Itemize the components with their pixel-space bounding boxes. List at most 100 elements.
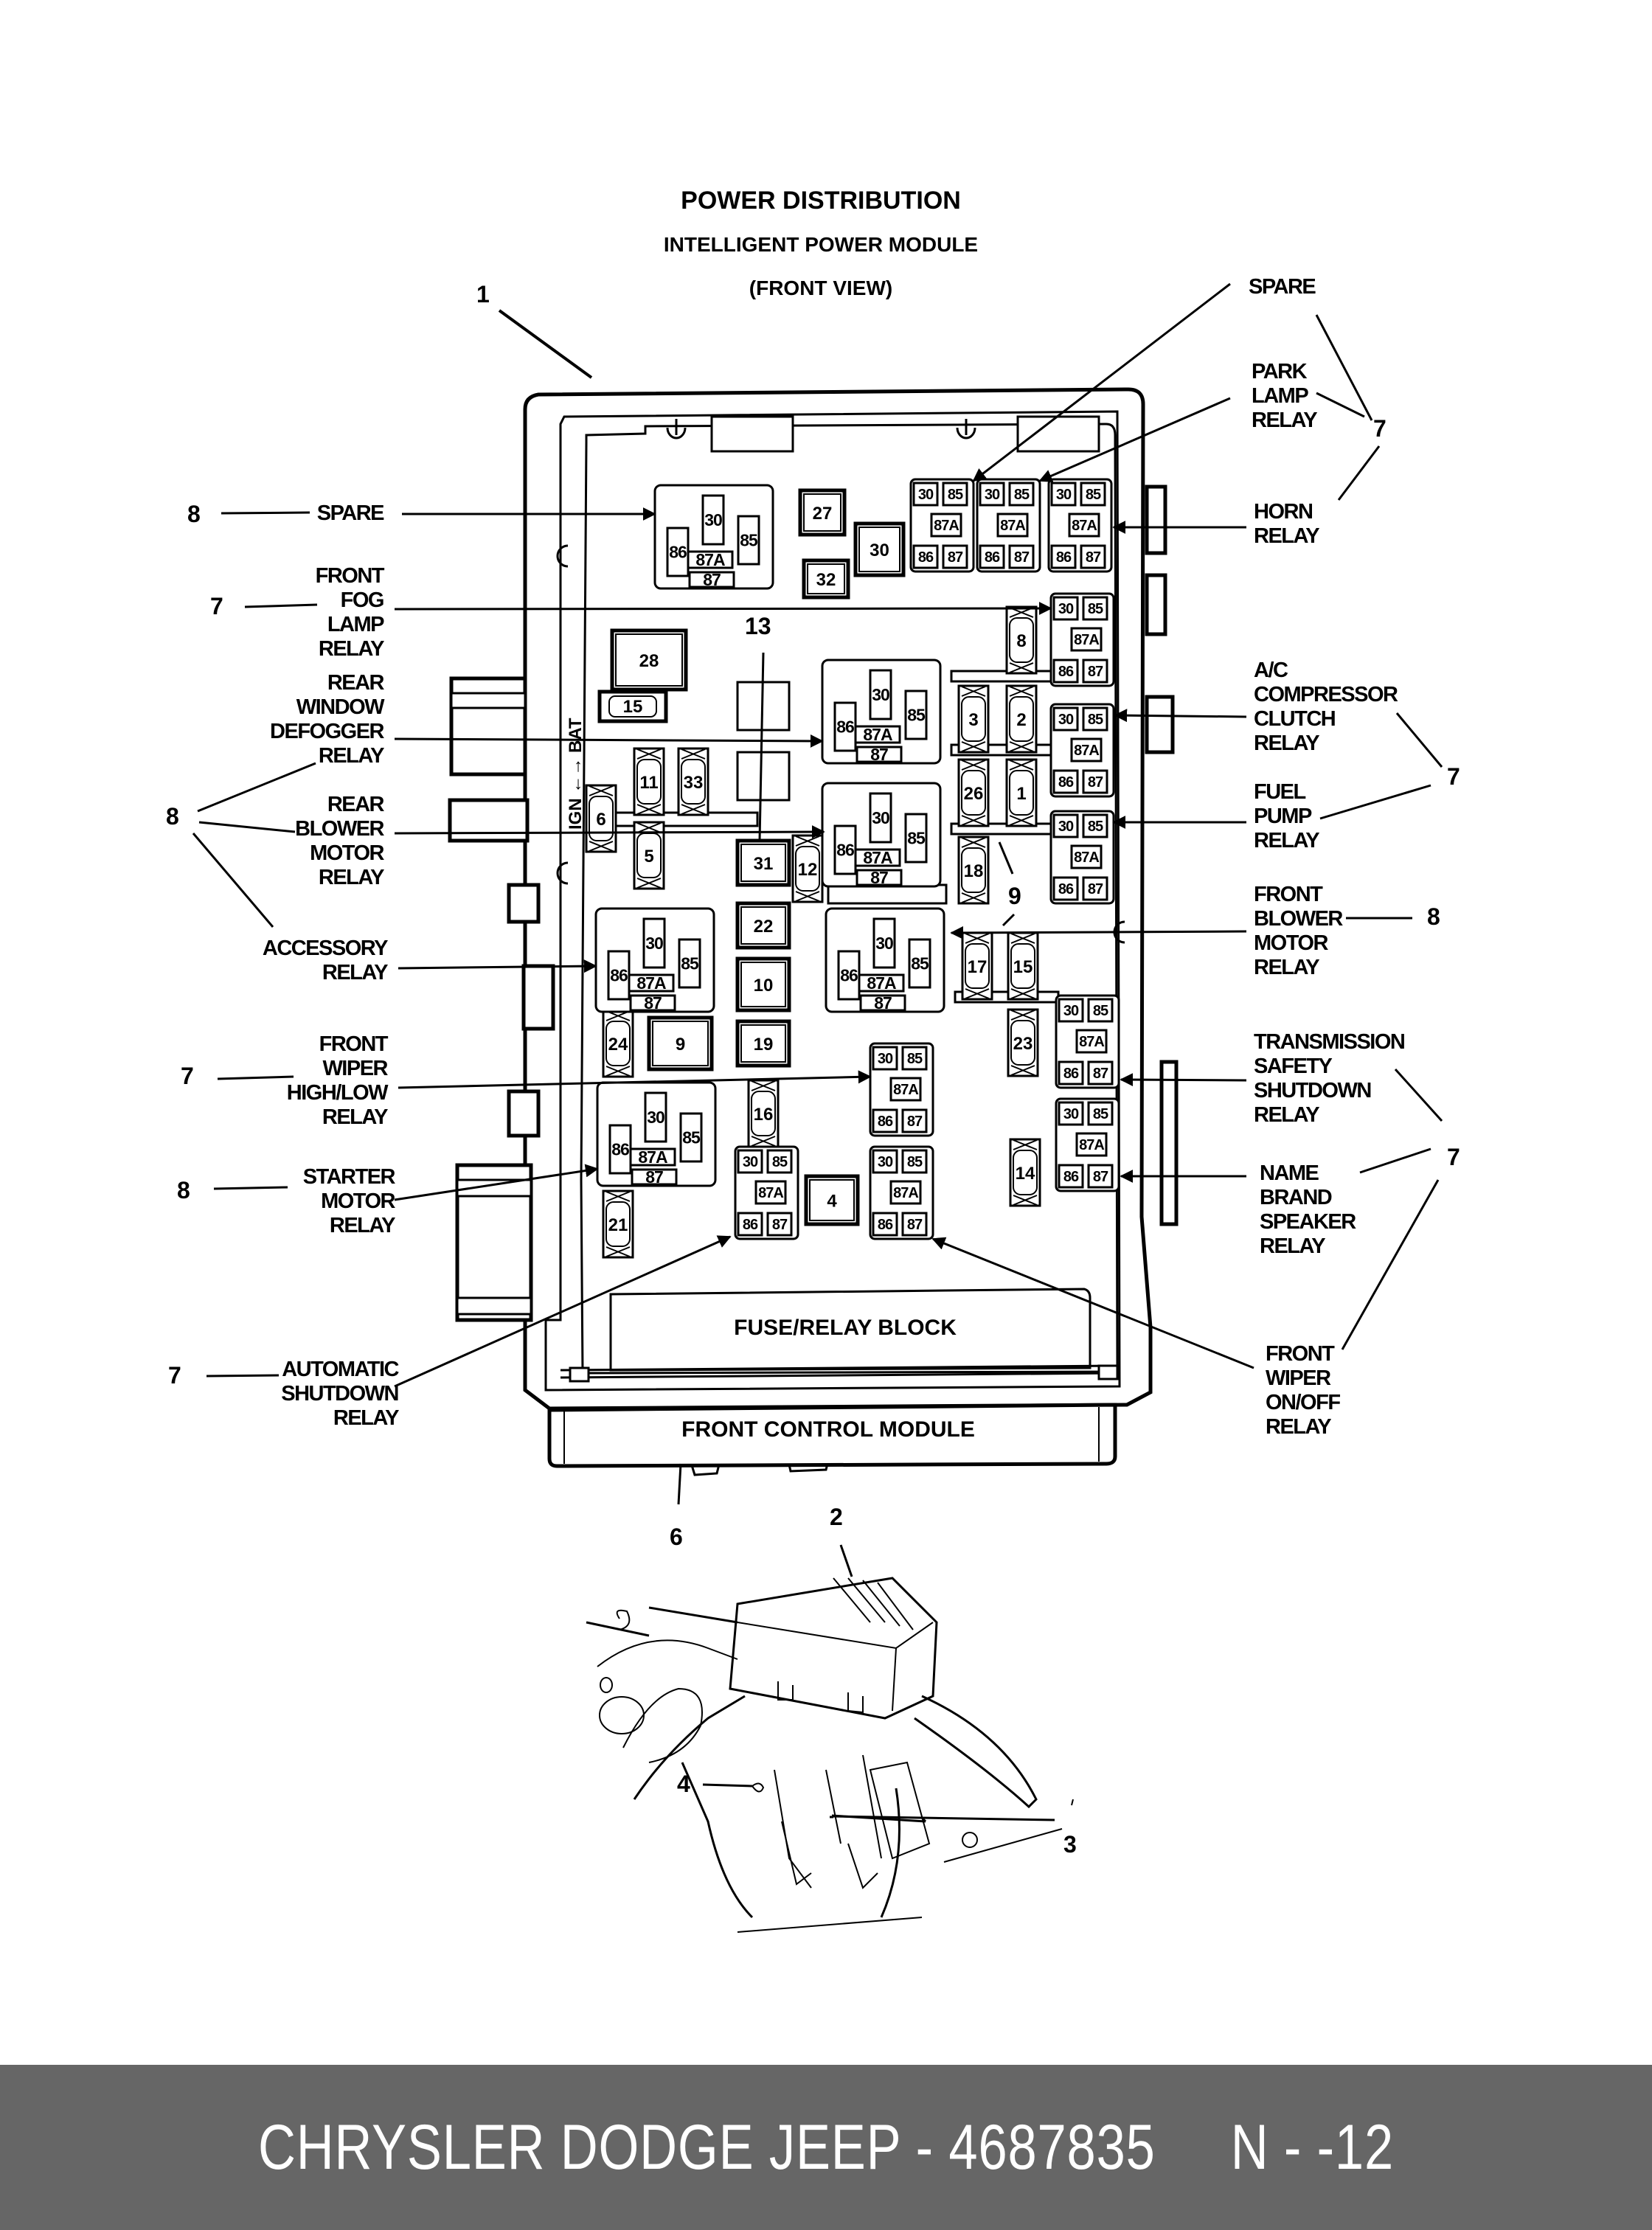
ipm-module-sketch bbox=[729, 1577, 938, 1720]
diagram-title: POWER DISTRIBUTION bbox=[681, 187, 961, 215]
label-line: ON/OFF bbox=[1266, 1391, 1340, 1414]
fuse-inner bbox=[608, 695, 657, 718]
relay-body bbox=[653, 484, 774, 590]
footer-part-number: 4687835 bbox=[948, 2111, 1156, 2183]
fuse-number: 32 bbox=[816, 570, 836, 590]
fuse-body bbox=[735, 956, 791, 1012]
footer-part-info: CHRYSLER DODGE JEEP - 4687835 N - -12 bbox=[258, 2111, 1394, 2184]
relay-pin-label: 87 bbox=[1093, 1066, 1108, 1082]
relay-pin bbox=[1070, 737, 1103, 763]
sketch-tick bbox=[1071, 1799, 1074, 1806]
fuse-inner bbox=[1013, 1150, 1038, 1195]
footer-brand: CHRYSLER DODGE JEEP bbox=[257, 2111, 901, 2183]
fuse-body bbox=[610, 628, 688, 692]
label-line: RELAY bbox=[1254, 829, 1319, 852]
relay-pin-label: 87 bbox=[703, 570, 721, 589]
fuse-terminal bbox=[636, 822, 662, 889]
fuse-inner bbox=[740, 1024, 786, 1063]
fuse-inner bbox=[589, 796, 614, 841]
fuse-number: 5 bbox=[644, 847, 653, 866]
fuse-inner bbox=[1009, 696, 1034, 742]
relay-pin-label: 87 bbox=[644, 993, 662, 1012]
relay-pin bbox=[1087, 1164, 1114, 1189]
callout-2: 2 bbox=[830, 1504, 843, 1530]
relay-body bbox=[825, 907, 945, 1013]
relay-pin bbox=[629, 994, 676, 1012]
fuse-inner bbox=[961, 847, 986, 893]
leader-line bbox=[1316, 392, 1365, 418]
label-spare-left: SPARE bbox=[317, 501, 386, 525]
fuse-number: 2 bbox=[1016, 710, 1026, 730]
relay-pin-label: 87 bbox=[907, 1114, 923, 1130]
label-line: STARTER bbox=[303, 1165, 396, 1189]
callout-13-leader bbox=[758, 652, 765, 841]
relay-pin-label: 30 bbox=[1058, 819, 1074, 835]
fuse-body bbox=[804, 1174, 860, 1226]
fuse-inner bbox=[807, 563, 845, 594]
mini-fuse-23: 23 bbox=[1007, 1008, 1039, 1077]
relay-pin bbox=[737, 515, 760, 566]
relay-pin-label: 30 bbox=[878, 1154, 893, 1170]
label-line: SPARE bbox=[1249, 275, 1316, 299]
mini-fuse-24: 24 bbox=[602, 1009, 634, 1078]
relay-body bbox=[909, 478, 975, 573]
relay-pin-label: 87A bbox=[1074, 632, 1099, 648]
fuse-inner bbox=[809, 1179, 855, 1221]
relay-pin-label: 87A bbox=[893, 1185, 918, 1201]
label-line: A/C bbox=[1254, 659, 1288, 682]
label-line: WINDOW bbox=[296, 695, 385, 719]
relay-pin bbox=[1052, 769, 1079, 794]
relay-pin-label: 30 bbox=[1063, 1106, 1079, 1122]
relay-pin-label: 30 bbox=[872, 808, 889, 827]
label-line: FRONT bbox=[1254, 883, 1323, 906]
callout-9-leader bbox=[1002, 913, 1016, 927]
footer-page-code: N - -12 bbox=[1230, 2111, 1394, 2183]
leader-arrow bbox=[394, 1235, 732, 1388]
relay-pin-label: 86 bbox=[1063, 1169, 1079, 1185]
fuse-relay-block-panel bbox=[609, 1288, 1092, 1372]
sketch-line bbox=[597, 1639, 738, 1667]
relay-pin-label: 87A bbox=[1072, 518, 1097, 534]
relay-pin bbox=[1082, 769, 1108, 794]
mini-fuse-12: 12 bbox=[791, 834, 824, 903]
label-line: MOTOR bbox=[321, 1189, 395, 1213]
sketch-fastener bbox=[752, 1782, 765, 1793]
relay-pin bbox=[1087, 1060, 1114, 1086]
cartridge-fuse-4: 4 bbox=[804, 1174, 860, 1226]
relay-pin-label: 86 bbox=[1056, 549, 1072, 566]
relay-pin bbox=[642, 917, 666, 969]
callout-7: 7 bbox=[1373, 415, 1386, 442]
relay-pin bbox=[889, 1180, 922, 1205]
relay-pin-label: 85 bbox=[1088, 819, 1103, 835]
connector bbox=[507, 883, 541, 924]
fuse-body bbox=[735, 1019, 791, 1068]
label-line: PARK bbox=[1252, 360, 1308, 383]
label-line: TRANSMISSION bbox=[1254, 1030, 1404, 1054]
relay-pin-label: 86 bbox=[669, 543, 687, 562]
mini-fuse-26: 26 bbox=[957, 758, 990, 827]
foot-tab bbox=[569, 1366, 590, 1383]
leader-arrow bbox=[394, 825, 825, 839]
relay-pin-label: 86 bbox=[743, 1217, 758, 1233]
mini-fuse-15: 15 bbox=[1007, 931, 1039, 1001]
fuse-inner bbox=[795, 846, 820, 892]
leader-line bbox=[1319, 784, 1431, 820]
relay-pin-label: 30 bbox=[1056, 487, 1072, 503]
fuse-number: 3 bbox=[968, 710, 978, 730]
front-control-module-label: FRONT CONTROL MODULE bbox=[681, 1417, 975, 1442]
relay-pin bbox=[930, 513, 962, 538]
relay-pin-label: 87A bbox=[1079, 1137, 1104, 1153]
relay-pin bbox=[1087, 1101, 1114, 1126]
label-line: SHUTDOWN bbox=[1254, 1079, 1371, 1102]
label-line: SHUTDOWN bbox=[281, 1382, 398, 1406]
relay-pin-label: 87A bbox=[1074, 743, 1099, 759]
callout-8: 8 bbox=[166, 803, 179, 830]
relay-pin bbox=[1082, 706, 1108, 732]
power-distribution-diagram: POWER DISTRIBUTION INTELLIGENT POWER MOD… bbox=[166, 187, 1460, 1933]
clip-icon bbox=[956, 427, 976, 440]
relay-pin bbox=[901, 1149, 928, 1174]
